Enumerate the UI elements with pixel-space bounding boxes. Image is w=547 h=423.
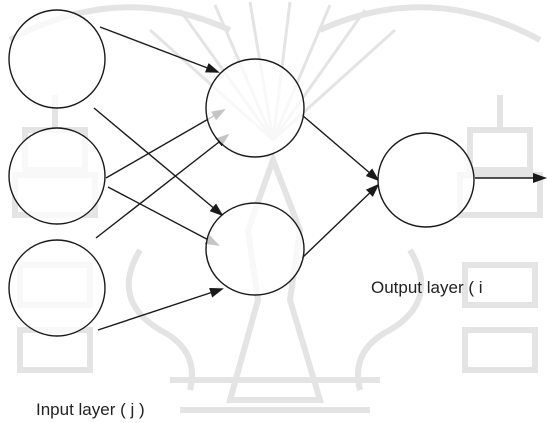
output-node-1	[377, 132, 475, 228]
watermark-right-tower	[457, 95, 543, 373]
input-to-hidden-connections	[93, 26, 230, 331]
connection-input2-hidden2	[107, 186, 220, 246]
hidden-layer-nodes	[205, 58, 305, 296]
input-node-2	[8, 127, 106, 225]
connection-input3-hidden1	[95, 133, 230, 239]
input-node-3	[8, 239, 106, 337]
hidden-node-2	[205, 202, 305, 296]
connection-hidden2-output	[301, 183, 380, 259]
input-layer-nodes	[8, 9, 106, 337]
watermark-left-swirl	[125, 248, 195, 391]
hidden-node-1	[205, 58, 305, 158]
output-layer-nodes	[377, 132, 475, 228]
input-node-1	[8, 9, 106, 109]
connection-input1-hidden1	[99, 26, 220, 73]
input-layer-label: Input layer ( j )	[36, 400, 145, 419]
output-layer-label: Output layer ( i	[371, 278, 483, 297]
connection-input1-hidden2	[93, 107, 224, 217]
watermark-right-swirl	[355, 248, 425, 391]
watermark-right-arch	[318, 4, 542, 43]
connection-input2-hidden1	[105, 109, 226, 179]
hidden-to-output-connections	[301, 114, 380, 259]
connection-input3-hidden2	[97, 288, 224, 331]
connection-hidden1-output	[301, 114, 380, 182]
